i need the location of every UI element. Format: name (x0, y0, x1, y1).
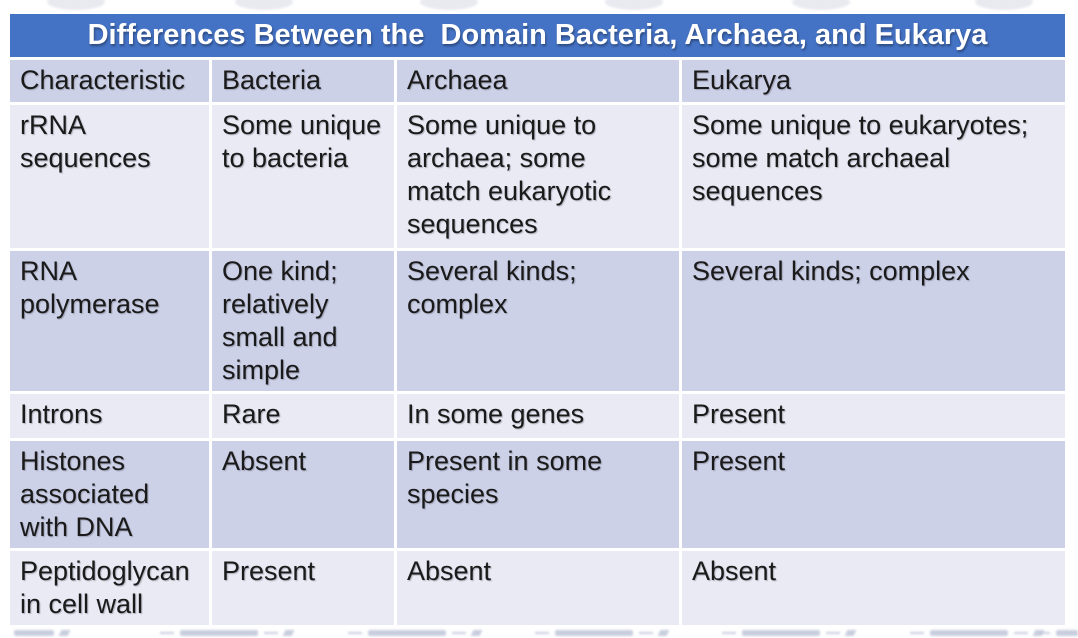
cell-characteristic: Introns (10, 394, 209, 438)
watermark-caption (1040, 629, 1078, 637)
watermark-logo-icon (605, 0, 663, 10)
cell-bacteria: One kind; relatively small and simple (212, 251, 394, 391)
cell-eukarya: Absent (682, 551, 1066, 625)
watermark-logo-icon (47, 0, 105, 10)
watermark-caption (14, 629, 74, 637)
watermark-caption (348, 629, 483, 637)
watermark-logo-icon (792, 0, 850, 10)
cell-eukarya: Present (682, 441, 1066, 548)
table-row: Peptidoglycan in cell wall Present Absen… (10, 551, 1066, 625)
comparison-table: Differences Between the Domain Bacteria,… (7, 11, 1068, 628)
column-header-characteristic: Characteristic (10, 60, 209, 102)
watermark-caption (910, 629, 1045, 637)
cell-bacteria: Present (212, 551, 394, 625)
table-title: Differences Between the Domain Bacteria,… (10, 14, 1066, 57)
watermark-caption (160, 629, 295, 637)
watermark-caption (535, 629, 670, 637)
cell-characteristic: Peptidoglycan in cell wall (10, 551, 209, 625)
cell-archaea: Several kinds; complex (397, 251, 679, 391)
table-row: RNA polymerase One kind; relatively smal… (10, 251, 1066, 391)
cell-characteristic: rRNA sequences (10, 105, 209, 248)
cell-archaea: Absent (397, 551, 679, 625)
watermark-logo-icon (420, 0, 478, 10)
watermark-logo-icon (235, 0, 293, 10)
cell-characteristic: Histones associated with DNA (10, 441, 209, 548)
watermark-caption (722, 629, 857, 637)
title-row: Differences Between the Domain Bacteria,… (10, 14, 1066, 57)
cell-bacteria: Absent (212, 441, 394, 548)
cell-characteristic: RNA polymerase (10, 251, 209, 391)
table-row: Histones associated with DNA Absent Pres… (10, 441, 1066, 548)
table-row: Introns Rare In some genes Present (10, 394, 1066, 438)
cell-eukarya: Present (682, 394, 1066, 438)
column-header-archaea: Archaea (397, 60, 679, 102)
column-header-bacteria: Bacteria (212, 60, 394, 102)
table-header-row: Characteristic Bacteria Archaea Eukarya (10, 60, 1066, 102)
cell-eukarya: Some unique to eukaryotes; some match ar… (682, 105, 1066, 248)
cell-archaea: Present in some species (397, 441, 679, 548)
column-header-eukarya: Eukarya (682, 60, 1066, 102)
cell-eukarya: Several kinds; complex (682, 251, 1066, 391)
cell-bacteria: Rare (212, 394, 394, 438)
watermark-logo-icon (975, 0, 1033, 10)
table-row: rRNA sequences Some unique to bacteria S… (10, 105, 1066, 248)
cell-archaea: In some genes (397, 394, 679, 438)
cell-bacteria: Some unique to bacteria (212, 105, 394, 248)
cell-archaea: Some unique to archaea; some match eukar… (397, 105, 679, 248)
